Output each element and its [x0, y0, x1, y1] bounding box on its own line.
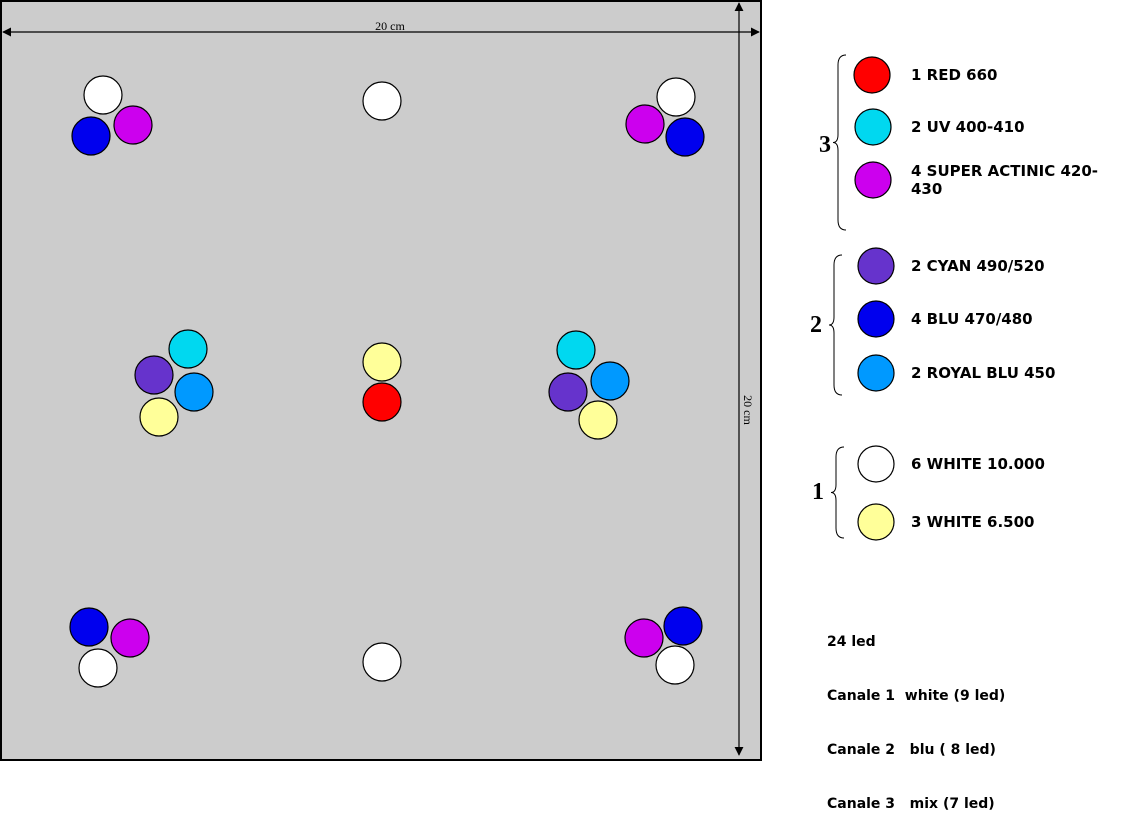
legend-swatch-purple — [857, 247, 895, 285]
legend-label: 4 SUPER ACTINIC 420-430 — [911, 162, 1098, 198]
channel-2-note: Canale 2 blu ( 8 led) — [827, 742, 996, 758]
legend: 3 1 RED 660 2 UV 400-410 4 SUPER ACTINIC 42… — [810, 54, 1098, 541]
channel-notes: 24 led Canale 1 white (9 led) Canale 2 b… — [827, 597, 1127, 831]
legend-swatch-red — [853, 56, 891, 94]
led-white — [78, 648, 118, 688]
legend-group-2: 2 2 CYAN 490/520 4 BLU 470/480 2 ROYAL BLU … — [810, 247, 1055, 396]
led-layout-diagram: 20 cm 20 cm 3 1 RED 660 2 UV 400-410 4 SUPE… — [0, 0, 1098, 761]
led-magenta — [110, 618, 150, 658]
led-array — [69, 75, 705, 688]
led-cyan — [168, 329, 208, 369]
led-white — [656, 77, 696, 117]
legend-swatch-yellow — [857, 503, 895, 541]
legend-swatch-cyan — [854, 108, 892, 146]
led-white — [83, 75, 123, 115]
legend-label: 1 RED 660 — [911, 66, 997, 84]
channel-1-note: Canale 1 white (9 led) — [827, 688, 1006, 704]
legend-label: 2 ROYAL BLU 450 — [911, 364, 1055, 382]
legend-swatch-blue — [857, 300, 895, 338]
led-yellow — [578, 400, 618, 440]
led-blue — [665, 117, 705, 157]
legend-brace — [830, 446, 845, 539]
led-magenta — [113, 105, 153, 145]
led-purple — [134, 355, 174, 395]
legend-group-number: 2 — [810, 312, 822, 338]
led-white — [362, 81, 402, 121]
legend-label: 4 BLU 470/480 — [911, 310, 1033, 328]
led-blue — [69, 607, 109, 647]
led-red — [362, 382, 402, 422]
total-led-note: 24 led — [827, 634, 876, 650]
led-royal — [590, 361, 630, 401]
legend-brace — [828, 254, 843, 396]
led-magenta — [624, 618, 664, 658]
legend-swatch-white — [857, 445, 895, 483]
legend-label: 2 UV 400-410 — [911, 118, 1025, 136]
channel-3-note: Canale 3 mix (7 led) — [827, 796, 995, 812]
legend-swatch-royal — [857, 354, 895, 392]
legend-group-1: 1 6 WHITE 10.000 3 WHITE 6.500 — [812, 445, 1045, 541]
width-dimension-label: 20 cm — [375, 19, 405, 33]
led-cyan — [556, 330, 596, 370]
led-magenta — [625, 104, 665, 144]
led-white — [655, 645, 695, 685]
led-yellow — [362, 342, 402, 382]
legend-label: 3 WHITE 6.500 — [911, 513, 1035, 531]
legend-label: 6 WHITE 10.000 — [911, 455, 1045, 473]
height-dimension-label: 20 cm — [741, 395, 755, 425]
legend-group-number: 3 — [819, 132, 831, 158]
led-royal — [174, 372, 214, 412]
legend-brace — [832, 54, 847, 231]
led-white — [362, 642, 402, 682]
led-yellow — [139, 397, 179, 437]
legend-swatch-magenta — [854, 161, 892, 199]
legend-group-number: 1 — [812, 479, 824, 505]
led-blue — [71, 116, 111, 156]
led-purple — [548, 372, 588, 412]
led-blue — [663, 606, 703, 646]
legend-group-3: 3 1 RED 660 2 UV 400-410 4 SUPER ACTINIC 42… — [819, 54, 1098, 231]
legend-label: 2 CYAN 490/520 — [911, 257, 1045, 275]
